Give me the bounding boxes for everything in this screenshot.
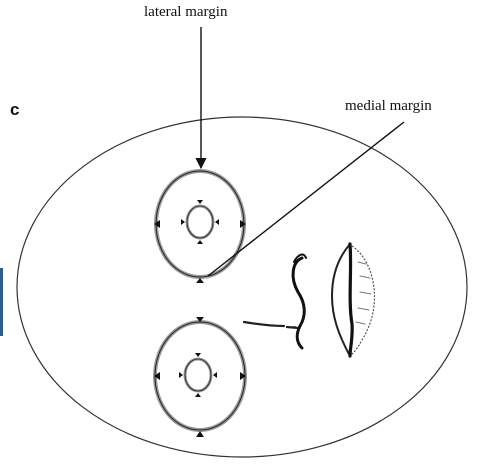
lower-eye-marker-top <box>196 317 204 322</box>
upper-eye-marker-bottom <box>196 278 204 283</box>
lateral-margin-label: lateral margin <box>144 4 228 20</box>
upper-eye-marker-right <box>240 220 246 228</box>
upper-eye-outer-line <box>155 170 245 278</box>
panel-letter: c <box>10 100 20 119</box>
nostril-top <box>293 253 307 263</box>
lips-texture <box>355 261 372 325</box>
upper-eye-inner-marker-right <box>215 219 219 225</box>
lips-outline-right <box>349 245 376 357</box>
lower-eye-inner-marker-left <box>179 372 183 378</box>
lower-eye-inner-marker-right <box>213 372 217 378</box>
lower-eye-inner-line <box>184 358 212 392</box>
edge-accent-bar <box>0 268 3 336</box>
nose-sketch <box>242 320 300 330</box>
upper-eye <box>154 169 246 283</box>
lower-eye-marker-right <box>240 372 246 380</box>
lower-eye-marker-left <box>154 372 160 380</box>
lower-eye-inner-marker-bottom <box>195 393 201 397</box>
upper-eye-inner-marker-left <box>181 219 185 225</box>
lower-eye-marker-bottom <box>196 431 204 437</box>
nostril-curve <box>291 256 306 350</box>
lips-center-line <box>348 242 354 358</box>
upper-eye-inner-marker-top <box>197 200 203 204</box>
lips-sketch <box>330 242 376 358</box>
face-outline <box>16 116 468 458</box>
upper-eye-marker-left <box>154 220 160 228</box>
lower-eye <box>153 317 247 437</box>
lower-eye-inner-marker-top <box>195 353 201 357</box>
upper-eye-inner-line <box>186 205 214 239</box>
lips-outline-left <box>330 243 351 357</box>
lower-eye-outer-line <box>154 321 246 431</box>
medial-margin-label: medial margin <box>345 98 432 114</box>
medial-margin-pointer-line <box>207 121 405 277</box>
upper-eye-inner-marker-bottom <box>197 240 203 244</box>
